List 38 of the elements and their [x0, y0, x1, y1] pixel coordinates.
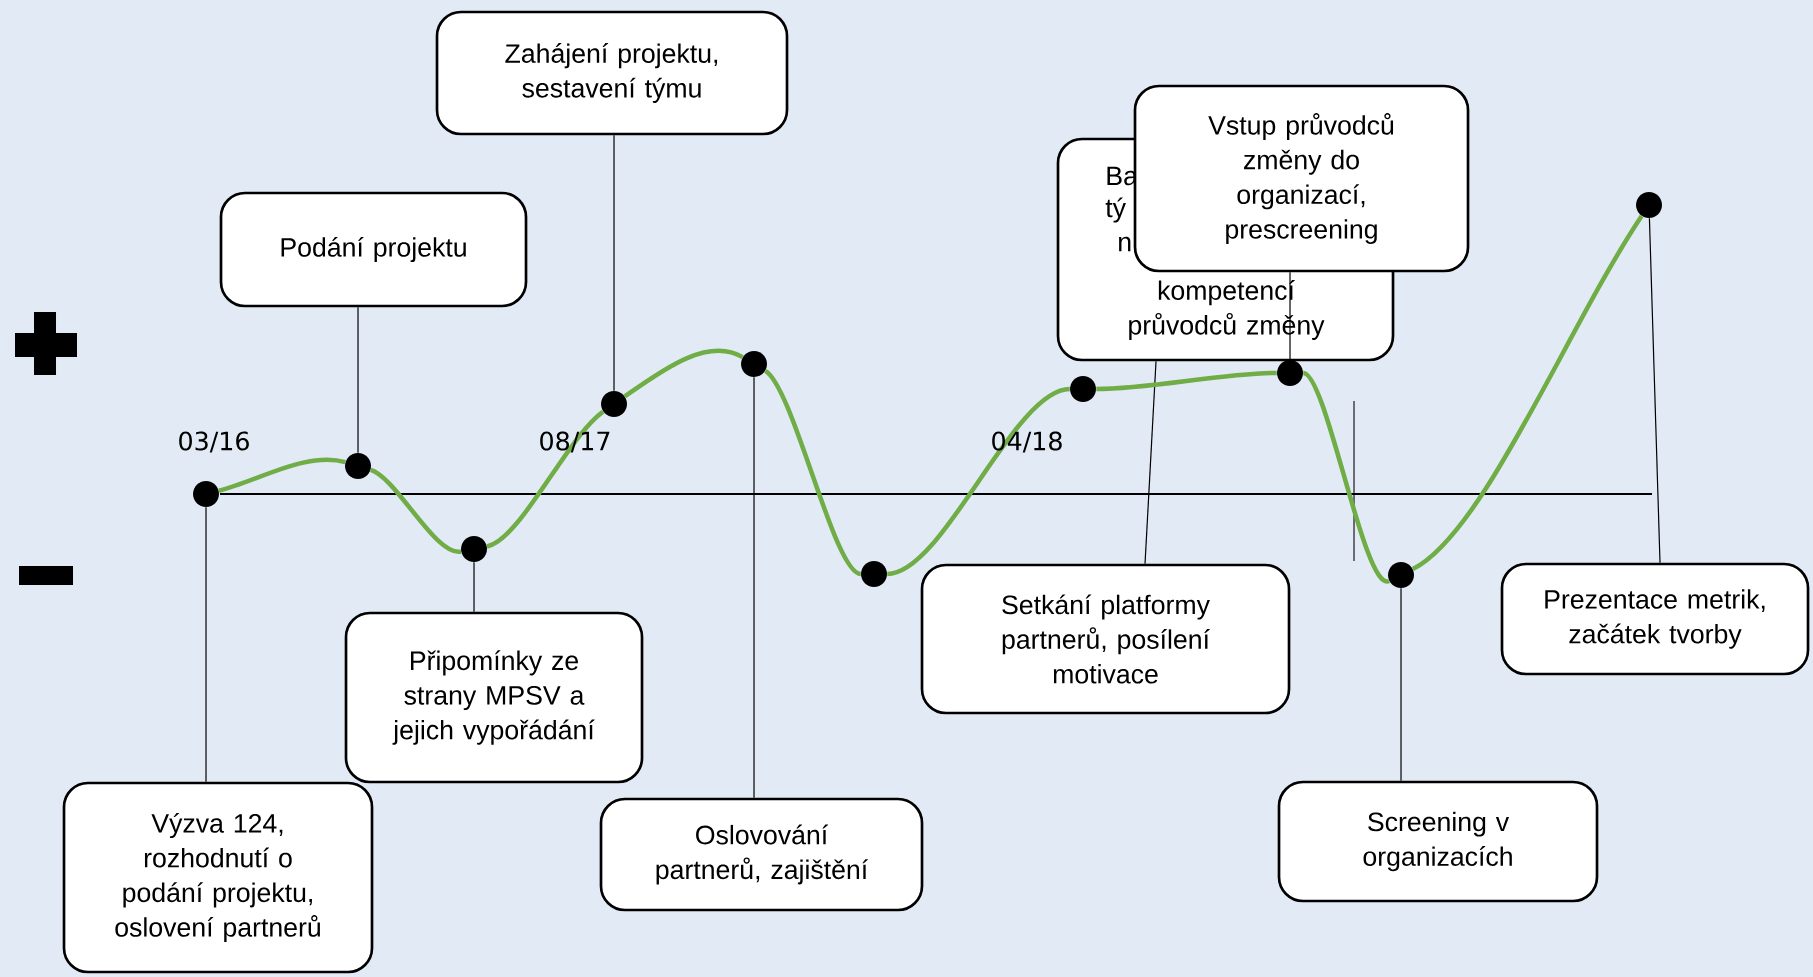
curve-segment: [886, 386, 1071, 577]
milestone-dot: [601, 391, 627, 417]
curve-segment: [1411, 214, 1644, 571]
milestone-dot: [1388, 562, 1414, 588]
date-label: 03/16: [179, 431, 249, 453]
milestone-box: Zahájení projektu, sestavení týmu: [435, 10, 789, 136]
leader-line: [1648, 217, 1661, 564]
leader-line: [357, 306, 359, 454]
milestone-dot: [1277, 360, 1303, 386]
curve-segment: [218, 457, 346, 493]
curve-segment: [486, 409, 605, 549]
milestone-dot: [1636, 192, 1662, 218]
curve-segment: [1302, 371, 1390, 584]
milestone-dot: [193, 481, 219, 507]
curve-segment: [763, 369, 862, 576]
curve-segment: [623, 348, 744, 399]
milestone-dot: [741, 351, 767, 377]
milestone-box: Výzva 124, rozhodnutí o podání projektu, oslovení partnerů: [62, 781, 374, 974]
curve-segment: [369, 467, 462, 554]
milestone-dot: [345, 453, 371, 479]
milestone-box: Podání projektu: [219, 191, 528, 308]
milestone-dot: [1070, 376, 1096, 402]
milestone-box: Oslovování partnerů, zajištění: [599, 797, 924, 912]
leader-line: [1144, 360, 1157, 565]
milestone-box: Vstup průvodců změny do organizací, prescreening: [1133, 84, 1470, 273]
milestone-dot: [461, 536, 487, 562]
milestone-dot: [861, 561, 887, 587]
curve-segment: [1096, 370, 1277, 392]
milestone-box: Prezentace metrik, začátek tvorby: [1500, 562, 1810, 676]
leader-line: [1289, 271, 1291, 361]
leader-line: [473, 561, 475, 613]
milestone-box: Screening v organizacích: [1277, 780, 1599, 903]
leader-line: [205, 506, 207, 783]
leader-line: [613, 134, 615, 392]
milestone-box: Připomínky ze strany MPSV a jejich vypořádání: [344, 611, 644, 784]
leader-line: [1400, 587, 1402, 782]
milestone-box: Setkání platformy partnerů, posílení motivace: [920, 563, 1291, 715]
leader-line: [753, 376, 755, 799]
